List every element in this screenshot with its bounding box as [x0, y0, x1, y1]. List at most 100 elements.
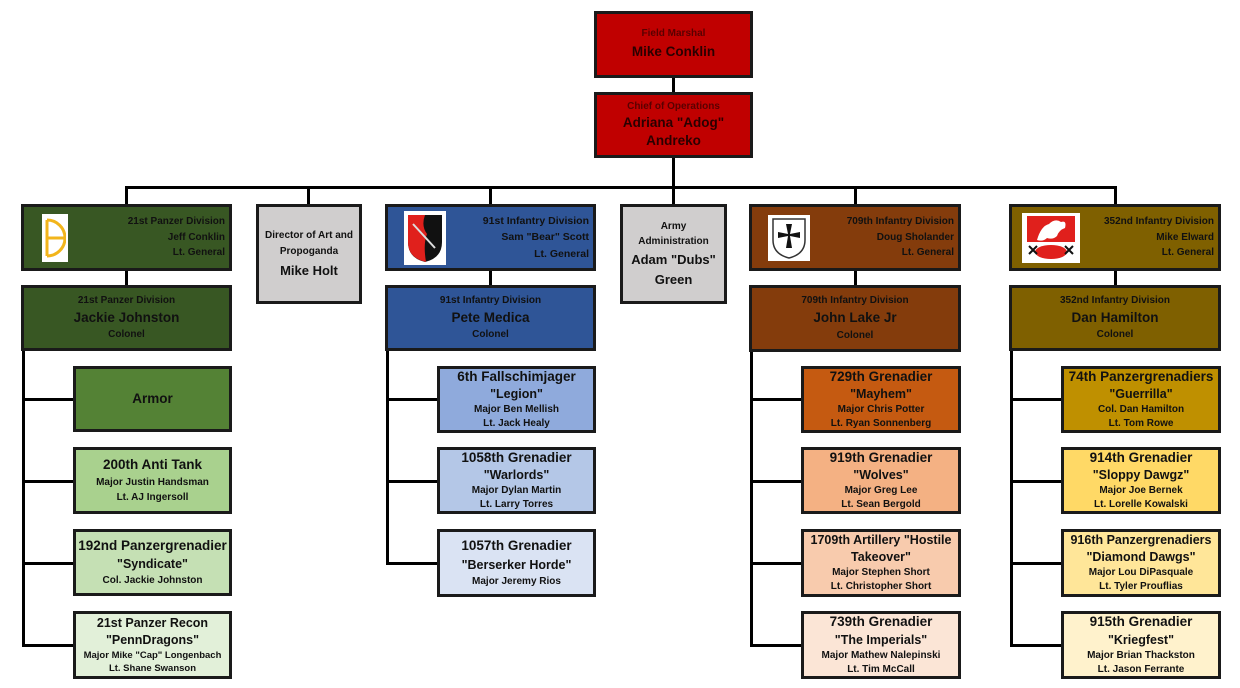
role-label: Army: [660, 220, 687, 232]
connector-line: [125, 186, 128, 205]
lieutenant-name: Lt. Tyler Prouflias: [1099, 581, 1183, 592]
connector-line: [1010, 398, 1063, 401]
unit-box: 914th Grenadier "Sloppy Dawgz" Major Joe…: [1061, 447, 1221, 514]
unit-nickname: "Berserker Horde": [461, 557, 572, 572]
commander-name: Major Brian Thackston: [1087, 649, 1195, 661]
connector-line: [750, 398, 803, 401]
unit-title: 74th Panzergrenadiers: [1068, 368, 1214, 384]
connector-line: [750, 480, 803, 483]
division-head-box: 352nd Infantry Division Mike Elward Lt. …: [1009, 204, 1221, 271]
connector-line: [1010, 644, 1063, 647]
unit-nickname: "Sloppy Dawgz": [1092, 468, 1190, 483]
division-name: 352nd Infantry Division: [1059, 294, 1171, 306]
division-colonel-box: 91st Infantry Division Pete Medica Colon…: [385, 285, 596, 351]
person-name: Green: [654, 271, 693, 287]
unit-title: 919th Grenadier: [829, 449, 933, 465]
connector-line: [1010, 562, 1063, 565]
lieutenant-name: Lt. Tom Rowe: [1108, 418, 1174, 430]
division-head-box: 21st Panzer Division Jeff Conklin Lt. Ge…: [21, 204, 232, 271]
division-name: 21st Panzer Division: [77, 294, 176, 306]
unit-title: 21st Panzer Recon: [96, 615, 209, 630]
rank-label: Colonel: [1096, 329, 1134, 341]
rank-label: Colonel: [472, 329, 509, 341]
connector-line: [1010, 480, 1063, 483]
unit-title: 916th Panzergrenadiers: [1070, 533, 1212, 547]
connector-line: [386, 562, 439, 565]
unit-nickname: "Mayhem": [850, 387, 912, 402]
unit-title: 729th Grenadier: [829, 368, 933, 384]
commander-name: Major Greg Lee: [844, 485, 918, 497]
commander-name: Major Joe Bernek: [1099, 485, 1183, 497]
rank-label: Colonel: [108, 329, 145, 341]
unit-title: 914th Grenadier: [1089, 449, 1193, 465]
commander-name: Major Chris Potter: [837, 404, 925, 416]
lieutenant-name: Lt. Sean Bergold: [841, 499, 921, 511]
division-name: 91st Infantry Division: [482, 215, 589, 228]
commander-name: Major Ben Mellish: [473, 404, 559, 416]
unit-box: 729th Grenadier "Mayhem" Major Chris Pot…: [801, 366, 961, 433]
commander-name: Major Dylan Martin: [471, 485, 562, 497]
lieutenant-name: Lt. AJ Ingersoll: [116, 491, 189, 503]
connector-line: [750, 349, 753, 647]
person-name: Pete Medica: [451, 309, 530, 325]
rank-label: Colonel: [836, 329, 874, 341]
lieutenant-name: Lt. Tim McCall: [847, 663, 915, 675]
unit-title: Armor: [132, 390, 173, 406]
connector-line: [489, 186, 492, 205]
person-name: Mike Elward: [1156, 231, 1214, 243]
person-name: Adam "Dubs": [631, 251, 716, 267]
division-colonel-box: 709th Infantry Division John Lake Jr Col…: [749, 285, 961, 352]
unit-nickname: "Syndicate": [117, 557, 188, 572]
unit-box: 200th Anti Tank Major Justin Handsman Lt…: [73, 447, 232, 514]
lieutenant-name: Lt. Larry Torres: [479, 499, 554, 511]
division-colonel-box: 21st Panzer Division Jackie Johnston Col…: [21, 285, 232, 351]
connector-line: [489, 269, 492, 287]
unit-title: 915th Grenadier: [1089, 614, 1193, 630]
connector-line: [672, 76, 675, 94]
lieutenant-name: Lt. Jack Healy: [483, 418, 550, 430]
unit-box: 192nd Panzergrenadier "Syndicate" Col. J…: [73, 529, 232, 596]
unit-title: 1709th Artillery "Hostile: [810, 533, 952, 547]
role-label: Administration: [638, 235, 709, 247]
rank-label: Lt. General: [901, 247, 954, 259]
commander-name: Major Lou DiPasquale: [1088, 567, 1194, 578]
division-head-box: 709th Infantry Division Doug Sholander L…: [749, 204, 961, 271]
division-name: 91st Infantry Division: [439, 294, 542, 306]
person-name: Jeff Conklin: [167, 231, 225, 243]
unit-nickname: "Wolves": [853, 468, 909, 483]
unit-title: 6th Fallschimjager: [457, 368, 576, 384]
division-colonel-box: 352nd Infantry Division Dan Hamilton Col…: [1009, 285, 1221, 351]
unit-nickname: "Diamond Dawgs": [1086, 550, 1196, 564]
unit-title-continued: Takeover": [851, 550, 911, 564]
unit-box: 1709th Artillery "Hostile Takeover" Majo…: [801, 529, 961, 597]
unit-box: 1057th Grenadier "Berserker Horde" Major…: [437, 529, 596, 597]
connector-line: [22, 644, 75, 647]
commander-name: Major Justin Handsman: [96, 476, 209, 488]
unit-box: 74th Panzergrenadiers "Guerrilla" Col. D…: [1061, 366, 1221, 433]
connector-line: [1114, 269, 1117, 287]
role-label: Field Marshal: [641, 28, 706, 40]
connector-line: [1010, 349, 1013, 647]
connector-line: [854, 269, 857, 287]
commander-name: Col. Dan Hamilton: [1097, 404, 1185, 416]
division-name: 709th Infantry Division: [801, 295, 909, 307]
connector-line: [1114, 186, 1117, 205]
connector-line: [750, 562, 803, 565]
connector-line: [854, 186, 857, 205]
unit-box: 21st Panzer Recon "PennDragons" Major Mi…: [73, 611, 232, 679]
person-name: John Lake Jr: [813, 310, 897, 326]
unit-box: 1058th Grenadier "Warlords" Major Dylan …: [437, 447, 596, 514]
lieutenant-name: Lt. Jason Ferrante: [1097, 663, 1185, 675]
unit-title: 739th Grenadier: [829, 614, 933, 630]
709th-infantry-insignia-icon: [768, 214, 810, 261]
person-name: Andreko: [646, 133, 701, 148]
unit-nickname: "Legion": [490, 387, 543, 402]
unit-nickname: "PennDragons": [105, 632, 200, 647]
unit-box: 919th Grenadier "Wolves" Major Greg Lee …: [801, 447, 961, 514]
director-of-art-box: Director of Art and Propoganda Mike Holt: [256, 204, 362, 304]
lieutenant-name: Lt. Shane Swanson: [108, 663, 197, 674]
rank-label: Lt. General: [172, 247, 225, 259]
field-marshal-box: Field Marshal Mike Conklin: [594, 11, 753, 78]
unit-title: 1057th Grenadier: [461, 538, 572, 554]
role-label: Director of Art and: [265, 229, 353, 241]
